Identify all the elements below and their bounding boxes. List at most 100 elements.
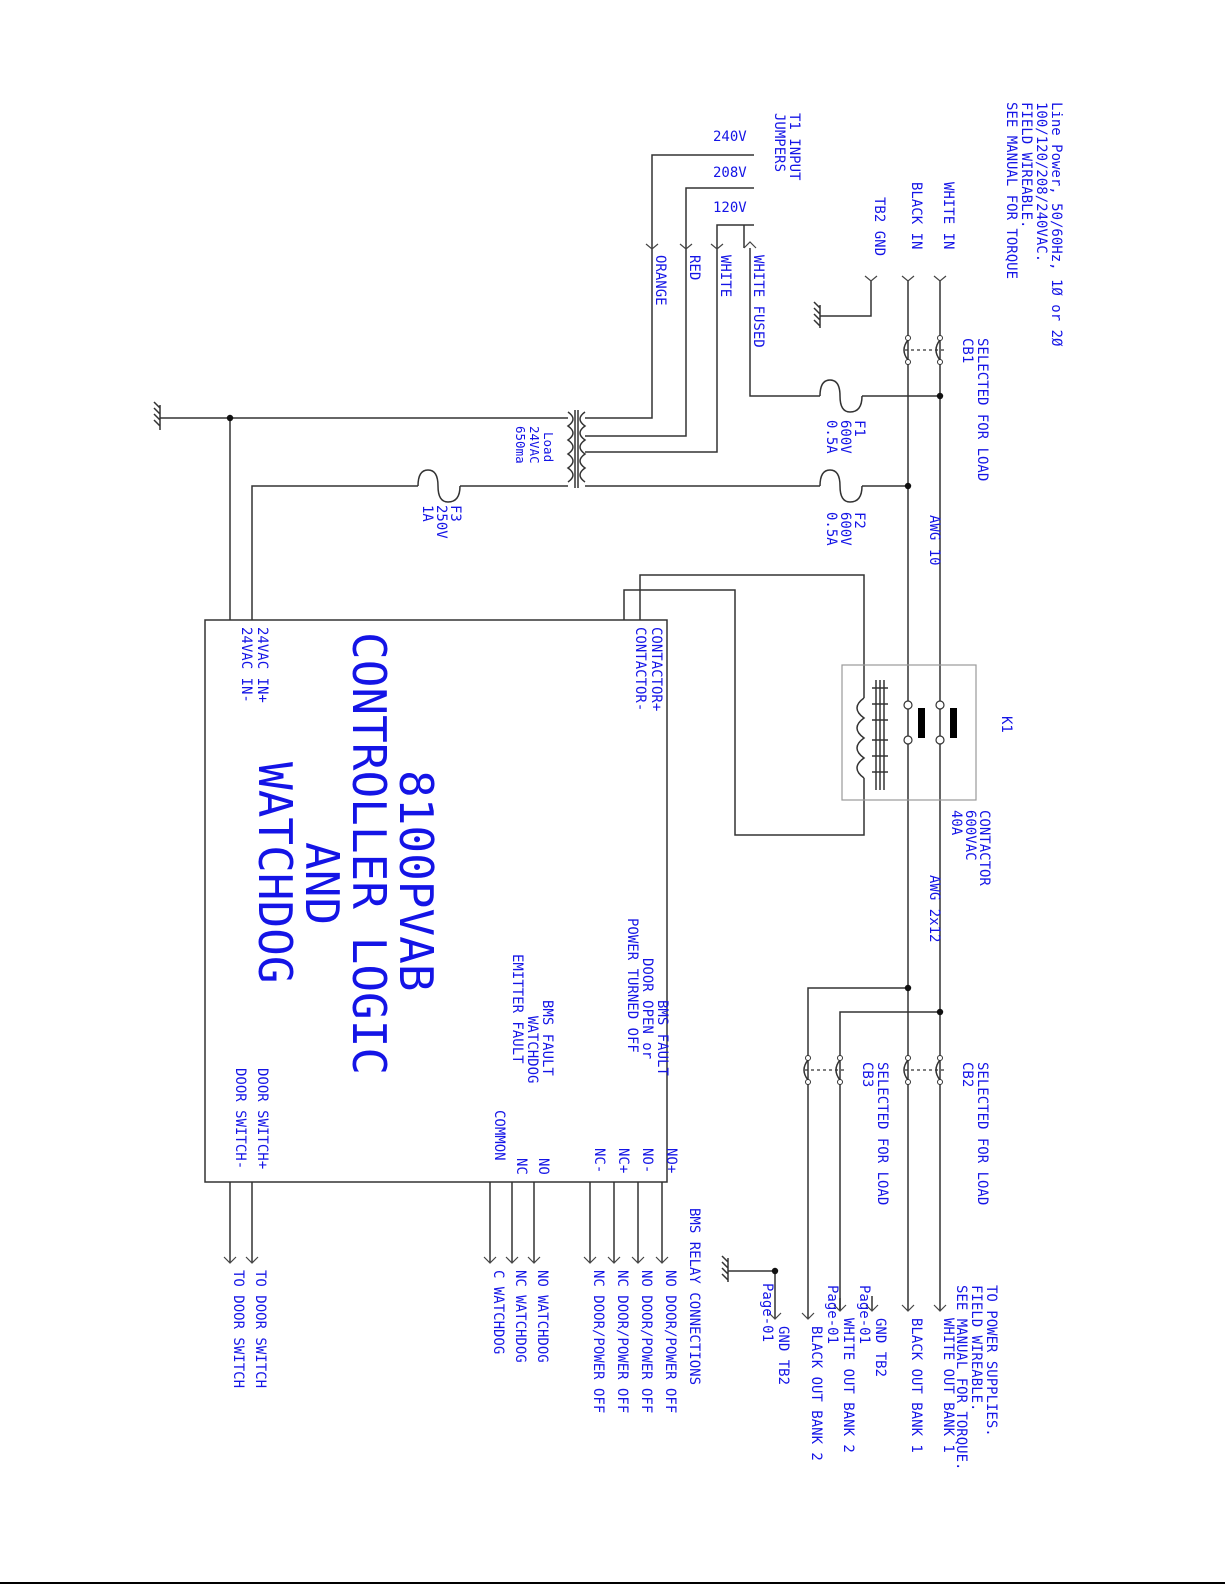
bms-fault-line1: BMS FAULT — [654, 1000, 670, 1076]
page-c: Page-01 — [759, 1283, 775, 1342]
f1-line2: 600V — [837, 420, 853, 454]
header-line4: SEE MANUAL FOR TORQUE — [1003, 102, 1019, 279]
bank2-white-wire — [839, 1011, 940, 1310]
ground-icon — [721, 1255, 729, 1282]
tap-red-wire — [585, 248, 687, 437]
white-label: WHITE — [717, 255, 733, 297]
k1-line1: CONTACTOR — [976, 810, 992, 886]
header-line1: Line Power, 50/60Hz, 1Ø or 2Ø — [1048, 102, 1064, 347]
pin-nc-minus: NC- — [591, 1148, 607, 1173]
pin-24vac-minus: 24VAC IN- — [238, 627, 254, 703]
white-in-label: WHITE IN — [940, 182, 956, 249]
black-out-bank2: BLACK OUT BANK 2 — [808, 1326, 824, 1461]
pin-common: COMMON — [491, 1110, 507, 1161]
gnd-tb2-b: GND TB2 — [775, 1326, 791, 1385]
fuse-f1 — [819, 379, 863, 413]
contactor-minus-wire — [623, 589, 865, 836]
page-b: Page-01 — [824, 1285, 840, 1344]
door-wires — [229, 1182, 253, 1262]
bms-no-door: NO DOOR/POWER OFF — [662, 1270, 678, 1413]
white-fused-label: WHITE FUSED — [750, 255, 766, 348]
pin-contactor-minus: CONTACTOR- — [632, 627, 648, 711]
f2-line3: 0.5A — [823, 512, 839, 546]
load-line1: Load — [541, 432, 556, 462]
controller-title3: AND — [295, 842, 349, 925]
ground-symbols — [153, 301, 821, 1282]
red-label: RED — [686, 255, 702, 280]
junctions — [226, 392, 944, 1275]
to-door-switch-plus: TO DOOR SWITCH — [252, 1270, 268, 1388]
awg2x12-label: AWG 2x12 — [926, 875, 942, 942]
jumper-120 — [716, 224, 754, 248]
white-out-bank1: WHITE OUT BANK 1 — [940, 1318, 956, 1453]
k1-line2: 600VAC — [962, 810, 978, 861]
pin-no-plus: NO+ — [663, 1148, 679, 1173]
orange-label: ORANGE — [652, 255, 668, 306]
pin-door-plus: DOOR SWITCH+ — [254, 1068, 270, 1169]
header-line3: FIELD WIREABLE. — [1018, 102, 1034, 228]
wd-line2: WATCHDOG — [524, 1016, 540, 1083]
gnd-tb2-upper-wire — [839, 1296, 873, 1310]
wires — [160, 154, 941, 1318]
cb2-line2: CB2 — [959, 1062, 975, 1087]
fuse-f3 — [417, 469, 461, 503]
secondary-wire-b — [251, 485, 568, 620]
pin-door-minus: DOOR SWITCH- — [232, 1068, 248, 1169]
f2-line1: F2 — [851, 512, 867, 529]
white-fused-wire — [749, 248, 940, 397]
k1-label: K1 — [998, 716, 1014, 733]
f1-line1: F1 — [851, 420, 867, 437]
wd-line1: BMS FAULT — [539, 1000, 555, 1076]
pin-nc: NC — [513, 1158, 529, 1175]
awg10-label: AWG 10 — [926, 515, 942, 566]
fuse-f2 — [819, 469, 863, 503]
transformer-t1 — [566, 410, 587, 488]
labels: Line Power, 50/60Hz, 1Ø or 2Ø 100/120/20… — [230, 102, 1064, 1470]
jumper-240 — [651, 154, 754, 248]
breaker-cb2 — [903, 1055, 944, 1085]
t1-title1: T1 INPUT — [786, 113, 802, 181]
tap-208-label: 208V — [713, 165, 747, 181]
bms-fault-line2: DOOR OPEN or — [639, 958, 655, 1059]
f3-line3: 1A — [419, 505, 435, 522]
load-line2: 24VAC — [527, 426, 542, 464]
cb1-line2: CB1 — [959, 338, 975, 363]
ground-icon — [153, 401, 161, 430]
gnd-tb2-a: GND TB2 — [872, 1318, 888, 1377]
out-note3: SEE MANUAL FOR TORQUE. — [953, 1285, 969, 1470]
pin-contactor-plus: CONTACTOR+ — [648, 627, 664, 711]
f1-line3: 0.5A — [823, 420, 839, 454]
breaker-cb1 — [903, 335, 944, 365]
contactor-k1 — [841, 664, 977, 801]
contactor-plus-wire — [639, 574, 865, 698]
jumper-208 — [685, 187, 754, 248]
t1-title2: JUMPERS — [771, 113, 787, 172]
breaker-cb3 — [803, 1055, 844, 1085]
bms-nc-door: NC DOOR/POWER OFF — [614, 1270, 630, 1413]
out-note1: TO POWER SUPPLIES. — [983, 1285, 999, 1437]
pin-24vac-plus: 24VAC IN+ — [254, 627, 270, 703]
bms-c-watchdog: C WATCHDOG — [490, 1270, 506, 1354]
bms-nc-door2: NC DOOR/POWER OFF — [590, 1270, 606, 1413]
pin-no: NO — [535, 1158, 551, 1175]
bms-title: BMS RELAY CONNECTIONS — [686, 1208, 702, 1385]
controller-title2: CONTROLLER LOGIC — [342, 632, 396, 1075]
bms-nc-watchdog: NC WATCHDOG — [512, 1270, 528, 1363]
bank2-black-wire — [807, 987, 908, 1318]
controller-box — [204, 619, 668, 1183]
cb3-line1: SELECTED FOR LOAD — [874, 1062, 890, 1205]
tb2-gnd-wire — [820, 281, 872, 317]
tb2-gnd-label: TB2 GND — [871, 197, 887, 256]
controller-title4: WATCHDOG — [248, 762, 302, 984]
f3-line1: F3 — [447, 505, 463, 522]
bms-wires — [489, 1182, 663, 1262]
tap-white-wire — [585, 248, 718, 453]
output-arrows — [223, 1256, 947, 1320]
pin-nc-plus: NC+ — [615, 1148, 631, 1173]
tap-orange-wire — [585, 248, 653, 419]
out-note2: FIELD WIREABLE. — [968, 1285, 984, 1411]
f3-line2: 250V — [433, 505, 449, 539]
k1-line3: 40A — [948, 810, 964, 836]
pin-no-minus: NO- — [639, 1148, 655, 1173]
